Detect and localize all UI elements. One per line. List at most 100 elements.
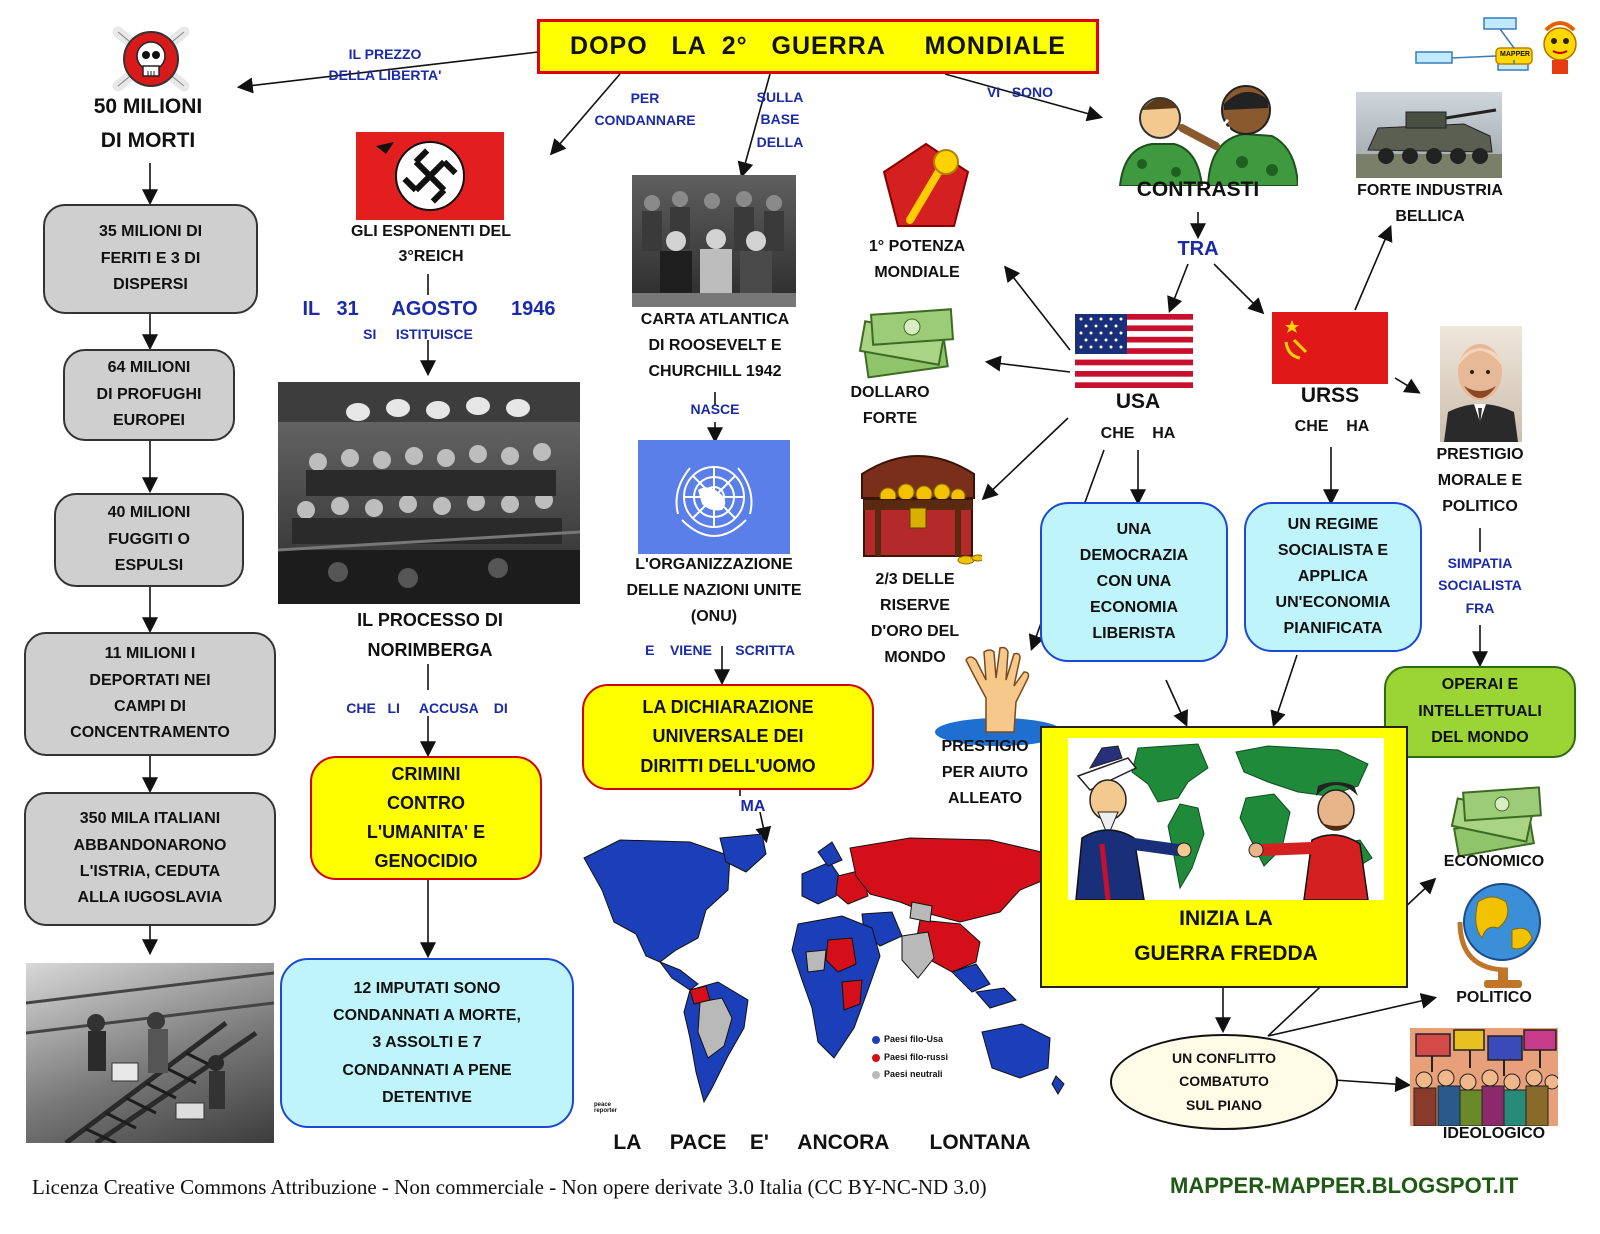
page-title: DOPO LA 2° GUERRA MONDIALE	[570, 32, 1066, 60]
urss-has-label: CHE HA	[1294, 418, 1370, 435]
democracy-box: UNA DEMOCRAZIA CON UNA ECONOMIA LIBERIST…	[1040, 502, 1228, 662]
wounded-text: 35 MILIONI DI FERITI E 3 DI DISPERSI	[98, 223, 203, 294]
istria-exodus-photo	[26, 963, 274, 1143]
power-scepter-icon	[880, 142, 972, 234]
regime-text: UN REGIME SOCIALISTA E APPLICA UN'ECONOM…	[1275, 516, 1391, 637]
treasure-chest-icon	[854, 444, 982, 566]
born-label: NASCE	[690, 401, 740, 417]
title-box: DOPO LA 2° GUERRA MONDIALE	[537, 19, 1099, 74]
edge-usa-power	[1004, 265, 1071, 351]
prestige-aid-label: PRESTIGIO PER AIUTO ALLEATO	[941, 738, 1029, 807]
edge-democracy-coldwar	[1165, 679, 1188, 727]
map-legend-neutral: Paesi neutrali	[884, 1069, 943, 1079]
ideological-label: IDEOLOGICO	[1442, 1125, 1546, 1142]
workers-box: OPERAI E INTELLETTUALI DEL MONDO	[1384, 666, 1576, 758]
edge-title-deaths	[236, 51, 539, 94]
institutes-label: SI ISTITUISCE	[363, 326, 473, 342]
dollar-bills-icon	[852, 302, 962, 380]
edge-conflict-political	[1267, 993, 1438, 1037]
accuses-label: CHE LI ACCUSA DI	[346, 700, 508, 716]
footer-license: Licenza Creative Commons Attribuzione - …	[32, 1175, 987, 1199]
crimes-box: CRIMINI CONTRO L'UMANITA' E GENOCIDIO	[310, 756, 542, 880]
arguing-soldiers-icon	[1112, 74, 1298, 186]
economic-label: ECONOMICO	[1443, 853, 1545, 870]
crimes-text: CRIMINI CONTRO L'UMANITA' E GENOCIDIO	[366, 763, 486, 872]
deported-text: 11 MILIONI I DEPORTATI NEI CAMPI DI CONC…	[70, 645, 230, 742]
regime-box: UN REGIME SOCIALISTA E APPLICA UN'ECONOM…	[1244, 502, 1422, 652]
between-label: TRA	[1177, 238, 1219, 260]
verdict-box: 12 IMPUTATI SONO CONDANNATI A MORTE, 3 A…	[280, 958, 574, 1128]
fled-box: 40 MILIONI FUGGITI O ESPULSI	[54, 493, 244, 587]
uncle-sam-vs-soviet-illustration	[1068, 738, 1384, 900]
peace-far-label: LA PACE E' ANCORA LONTANA	[613, 1131, 1031, 1154]
sympathy-label: SIMPATIA SOCIALISTA FRA	[1438, 555, 1522, 616]
edge-title-contrasts	[944, 73, 1104, 122]
drowning-hand-icon	[934, 646, 1064, 748]
nuremberg-trial-photo	[278, 382, 580, 604]
deported-box: 11 MILIONI I DEPORTATI NEI CAMPI DI CONC…	[24, 632, 276, 756]
political-label: POLITICO	[1456, 989, 1532, 1006]
edge-tra-usa	[1167, 263, 1189, 313]
but-label: MA	[740, 798, 766, 815]
contrasts-label: CONTRASTI	[1136, 178, 1260, 201]
un-flag	[638, 440, 790, 554]
protest-crowd-image	[1410, 1028, 1558, 1126]
nuremberg-trial-label: IL PROCESSO DI NORIMBERGA	[357, 610, 503, 660]
deaths-label: 50 MILIONI DI MORTI	[93, 95, 203, 152]
edge-label-to-condemn: PER CONDANNARE	[594, 90, 696, 129]
written-label: E VIENE SCRITTA	[645, 642, 795, 658]
first-power-label: 1° POTENZA MONDIALE	[868, 238, 966, 281]
usa-has-label: CHE HA	[1100, 425, 1176, 442]
verdict-text: 12 IMPUTATI SONO CONDANNATI A MORTE, 3 A…	[333, 980, 521, 1106]
democracy-text: UNA DEMOCRAZIA CON UNA ECONOMIA LIBERIST…	[1079, 521, 1189, 642]
edge-label-on-basis-of: SULLA BASE DELLA	[756, 89, 804, 150]
cold-war-box: INIZIA LA GUERRA FREDDA	[1040, 726, 1408, 988]
cold-war-label: INIZIA LA GUERRA FREDDA	[1134, 907, 1318, 965]
atlantic-charter-label: CARTA ATLANTICA DI ROOSEVELT E CHURCHILL…	[640, 311, 790, 380]
edge-label-there-are: VI SONO	[986, 84, 1054, 100]
moral-prestige-label: PRESTIGIO MORALE E POLITICO	[1436, 446, 1524, 515]
map-legend-ussr: Paesi filo-russi	[884, 1052, 949, 1062]
mapper-logo-text: MAPPER	[1500, 51, 1530, 58]
edge-usa-gold	[981, 417, 1069, 501]
italians-box: 350 MILA ITALIANI ABBANDONARONO L'ISTRIA…	[24, 792, 276, 926]
wounded-box: 35 MILIONI DI FERITI E 3 DI DISPERSI	[43, 204, 258, 314]
map-credit: peace reporter	[594, 1102, 618, 1114]
urss-label: URSS	[1300, 384, 1360, 407]
declaration-box: LA DICHIARAZIONE UNIVERSALE DEI DIRITTI …	[582, 684, 874, 790]
edge-title-reich	[549, 73, 621, 156]
edge-label-price-of-freedom: IL PREZZO DELLA LIBERTA'	[328, 46, 442, 83]
trial-date: IL 31 AGOSTO 1946	[302, 298, 556, 320]
edge-title-charter	[737, 73, 771, 179]
edge-usa-dollar	[984, 355, 1071, 373]
usa-label: USA	[1115, 390, 1161, 413]
fled-text: 40 MILIONI FUGGITI O ESPULSI	[107, 504, 191, 575]
reich-caption: GLI ESPONENTI DEL 3°REICH	[350, 223, 511, 265]
refugees-text: 64 MILIONI DI PROFUGHI EUROPEI	[96, 359, 202, 430]
war-industry-label: FORTE INDUSTRIA BELLICA	[1357, 182, 1503, 225]
world-alignment-map: Paesi filo-Usa Paesi filo-russi Paesi ne…	[580, 832, 1066, 1122]
ussr-flag	[1272, 312, 1388, 384]
edge-urss-industry	[1354, 225, 1393, 311]
economic-money-icon	[1446, 782, 1546, 860]
footer-site-link[interactable]: MAPPER-MAPPER.BLOGSPOT.IT	[1170, 1173, 1519, 1198]
conflict-ellipse: UN CONFLITTO COMBATUTO SUL PIANO	[1110, 1034, 1338, 1130]
declaration-text: LA DICHIARAZIONE UNIVERSALE DEI DIRITTI …	[640, 697, 816, 776]
usa-flag	[1075, 314, 1193, 388]
edge-conflict-ideological	[1333, 1076, 1412, 1093]
un-organization-label: L'ORGANIZZAZIONE DELLE NAZIONI UNITE (ON…	[626, 556, 802, 625]
armored-vehicle-photo	[1356, 92, 1502, 178]
edge-regime-coldwar	[1270, 654, 1298, 728]
mapper-logo: MAPPER	[1410, 14, 1590, 76]
gold-reserves-label: 2/3 DELLE RISERVE D'ORO DEL MONDO	[870, 571, 960, 666]
yalta-photo	[632, 175, 796, 307]
lenin-portrait	[1440, 326, 1522, 442]
italians-text: 350 MILA ITALIANI ABBANDONARONO L'ISTRIA…	[73, 810, 227, 907]
edge-tra-urss	[1213, 263, 1265, 315]
refugees-box: 64 MILIONI DI PROFUGHI EUROPEI	[63, 349, 235, 441]
reich-flag	[356, 132, 504, 220]
edge-ma-map	[755, 811, 772, 844]
map-legend-usa: Paesi filo-Usa	[884, 1034, 944, 1044]
strong-dollar-label: DOLLARO FORTE	[850, 384, 930, 427]
